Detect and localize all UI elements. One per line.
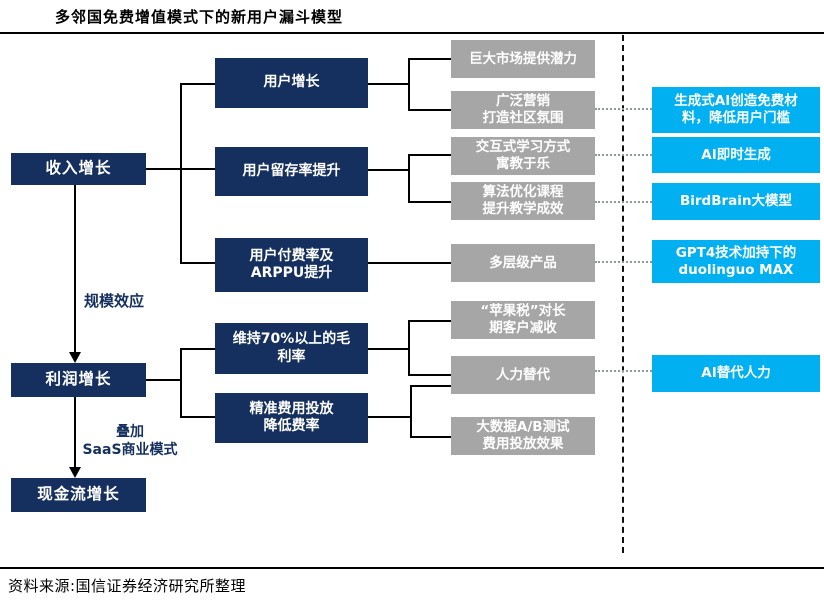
dotted-connector bbox=[595, 154, 652, 156]
connector-line bbox=[408, 320, 451, 322]
node-revenue-growth: 收入增长 bbox=[11, 153, 146, 185]
arrow-shaft-profit-cashflow bbox=[74, 397, 76, 467]
node-retention: 用户留存率提升 bbox=[215, 147, 368, 196]
node-birdbrain-model: BirdBrain大模型 bbox=[652, 183, 820, 220]
node-big-data-ab-test: 大数据A/B测试 费用投放效果 bbox=[451, 417, 595, 455]
title-rule bbox=[0, 32, 824, 34]
connector-line bbox=[368, 262, 451, 264]
connector-line bbox=[368, 348, 409, 350]
node-ai-instant-generation: AI即时生成 bbox=[652, 137, 820, 173]
page-title: 多邻国免费增值模式下的新用户漏斗模型 bbox=[55, 8, 344, 26]
connector-line bbox=[410, 385, 451, 387]
connector-line bbox=[180, 416, 215, 418]
node-algorithm-courses: 算法优化课程 提升教学成效 bbox=[451, 182, 595, 220]
node-user-growth: 用户增长 bbox=[215, 58, 368, 108]
node-broad-marketing: 广泛营销 打造社区氛围 bbox=[451, 91, 595, 129]
node-interactive-learning: 交互式学习方式 寓教于乐 bbox=[451, 137, 595, 175]
connector-line bbox=[368, 83, 409, 85]
node-big-market: 巨大市场提供潜力 bbox=[451, 40, 595, 78]
connector-line bbox=[180, 348, 182, 417]
node-tiered-products: 多层级产品 bbox=[451, 244, 595, 282]
connector-line bbox=[408, 374, 451, 376]
node-precise-spend: 精准费用投放 降低费率 bbox=[215, 393, 368, 443]
connector-line bbox=[408, 201, 451, 203]
node-ai-replaces-labor: AI替代人力 bbox=[652, 355, 820, 392]
connector-line bbox=[368, 416, 411, 418]
node-profit-growth: 利润增长 bbox=[11, 363, 146, 397]
node-pay-rate-arppu: 用户付费率及 ARPPU提升 bbox=[215, 238, 368, 292]
node-cashflow-growth: 现金流增长 bbox=[11, 478, 146, 512]
dashed-separator bbox=[622, 35, 624, 553]
arrowhead-to-profit bbox=[69, 352, 81, 363]
source-note: 资料来源:国信证券经济研究所整理 bbox=[8, 577, 247, 595]
connector-line bbox=[408, 154, 451, 156]
node-gross-margin: 维持70%以上的毛 利率 bbox=[215, 323, 368, 374]
node-labor-substitution: 人力替代 bbox=[451, 356, 595, 394]
node-gen-ai-materials: 生成式AI创造免费材 料，降低用户门槛 bbox=[652, 87, 820, 133]
arrowhead-to-cashflow bbox=[69, 467, 81, 478]
connector-line bbox=[180, 83, 182, 263]
dotted-connector bbox=[595, 370, 652, 372]
node-gpt4-duolingo-max: GPT4技术加持下的 duolinguo MAX bbox=[652, 240, 820, 283]
connector-line bbox=[408, 109, 451, 111]
connector-line bbox=[368, 169, 409, 171]
connector-line bbox=[180, 83, 215, 85]
node-apple-tax: “苹果税”对长 期客户减收 bbox=[451, 301, 595, 339]
connector-line bbox=[180, 262, 215, 264]
connector-line bbox=[410, 436, 451, 438]
connector-line bbox=[408, 58, 451, 60]
connector-line bbox=[410, 385, 412, 438]
dotted-connector bbox=[595, 201, 652, 203]
edge-label-saas: 叠加 SaaS商业模式 bbox=[82, 424, 178, 459]
connector-line bbox=[408, 320, 410, 376]
connector-line bbox=[146, 379, 182, 381]
arrow-shaft-revenue-profit bbox=[74, 185, 76, 355]
dotted-connector bbox=[595, 108, 652, 110]
connector-line bbox=[408, 154, 410, 203]
dotted-connector bbox=[595, 261, 652, 263]
footer-rule bbox=[0, 567, 824, 569]
connector-line bbox=[408, 58, 410, 111]
connector-line bbox=[180, 348, 215, 350]
edge-label-scale-effect: 规模效应 bbox=[84, 292, 145, 310]
